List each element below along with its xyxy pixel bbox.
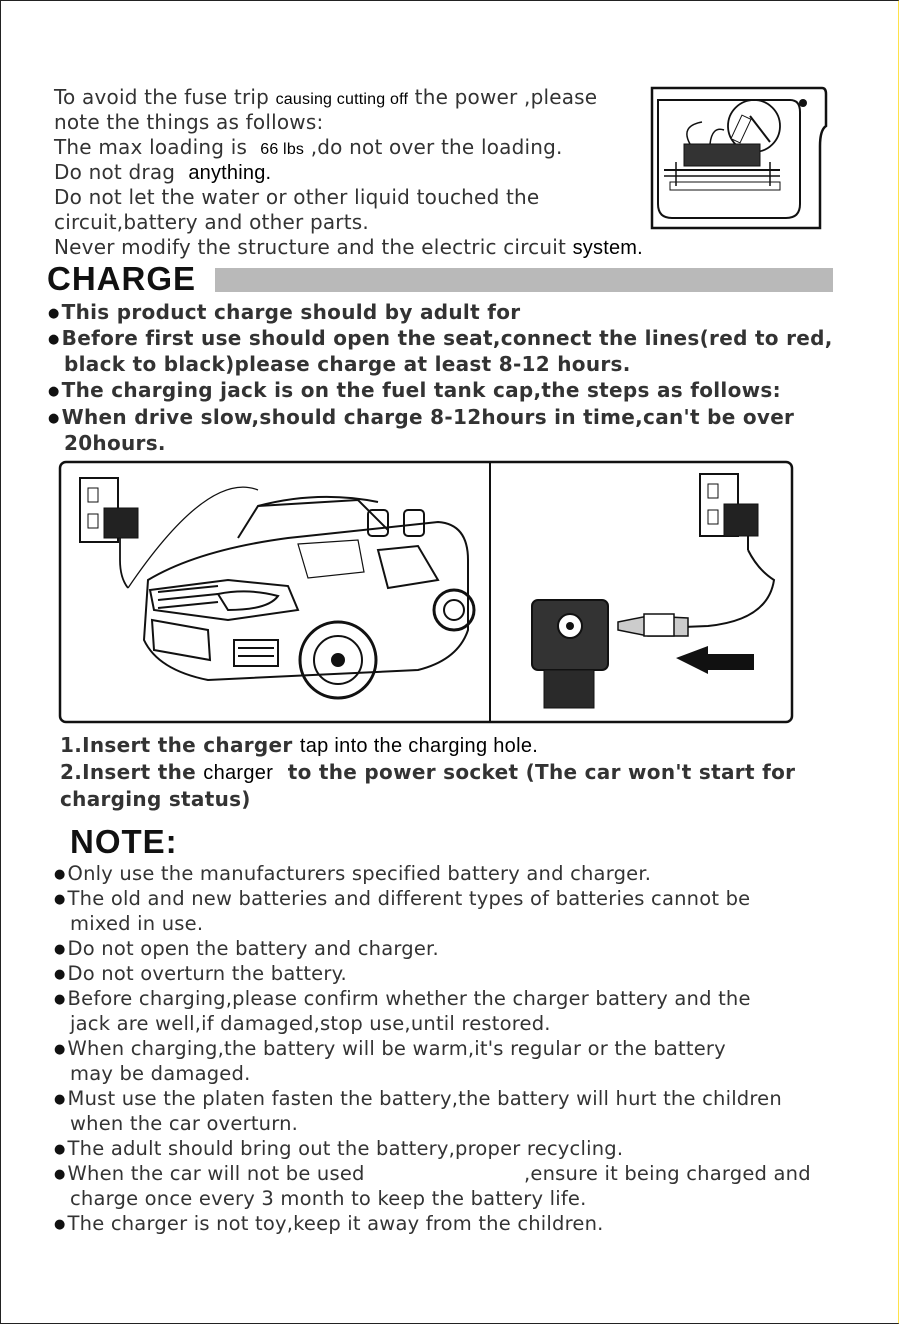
note-line-8: The adult should bring out the battery,p… (54, 1137, 624, 1160)
note-line-9-cont: charge once every 3 month to keep the ba… (70, 1187, 587, 1210)
charge-bullet-2: Before first use should open the seat,co… (48, 326, 833, 350)
note-line-6: When charging,the battery will be warm,i… (54, 1037, 726, 1060)
charge-heading: CHARGE (47, 260, 197, 297)
warning-line-4: Do not drag anything. (54, 160, 272, 184)
charge-bullet-3: The charging jack is on the fuel tank ca… (48, 378, 781, 402)
car-charging-illustration (127, 486, 476, 700)
charge-bullet-4: When drive slow,should charge 8-12hours … (48, 405, 794, 429)
note-line-2-cont: mixed in use. (70, 912, 204, 935)
warning-line-1: To avoid the fuse trip causing cutting o… (54, 85, 598, 109)
note-line-3: Do not open the battery and charger. (54, 937, 439, 960)
charge-heading-bar (215, 268, 833, 292)
wall-outlet-icon-2 (699, 473, 759, 550)
warning-line-6: circuit,battery and other parts. (54, 210, 369, 234)
step-1: 1.Insert the charger tap into the chargi… (60, 733, 539, 757)
warning-line-7: Never modify the structure and the elect… (54, 235, 643, 259)
note-line-2: The old and new batteries and different … (54, 887, 751, 910)
arrow-left-icon (676, 646, 754, 674)
charge-bullet-1: This product charge should by adult for (48, 300, 520, 324)
warning-line-2: note the things as follows: (54, 110, 324, 134)
note-line-5: Before charging,please confirm whether t… (54, 987, 751, 1010)
note-line-10: The charger is not toy,keep it away from… (54, 1212, 604, 1235)
note-line-4: Do not overturn the battery. (54, 962, 347, 985)
step-2-cont: charging status) (60, 787, 251, 811)
note-line-7-cont: when the car overturn. (70, 1112, 299, 1135)
warning-line-5: Do not let the water or other liquid tou… (54, 185, 540, 209)
charge-bullet-2-cont: black to black)please charge at least 8-… (64, 352, 631, 376)
note-line-9: When the car will not be used (54, 1162, 365, 1185)
note-line-5-cont: jack are well,if damaged,stop use,until … (70, 1012, 551, 1035)
step-2: 2.Insert the charger to the power socket… (60, 760, 796, 784)
charging-jack-illustration (531, 599, 689, 709)
note-line-9-tail: ,ensure it being charged and (524, 1162, 811, 1185)
wall-outlet-icon (79, 477, 139, 589)
charging-illustration (58, 460, 794, 724)
note-line-7: Must use the platen fasten the battery,t… (54, 1087, 782, 1110)
note-line-1: Only use the manufacturers specified bat… (54, 862, 651, 885)
fuse-box-illustration (650, 86, 828, 230)
charge-bullet-4-cont: 20hours. (64, 431, 166, 455)
note-line-6-cont: may be damaged. (70, 1062, 251, 1085)
note-heading: NOTE: (70, 823, 178, 860)
warning-line-3: The max loading is 66 lbs ,do not over t… (54, 135, 563, 159)
